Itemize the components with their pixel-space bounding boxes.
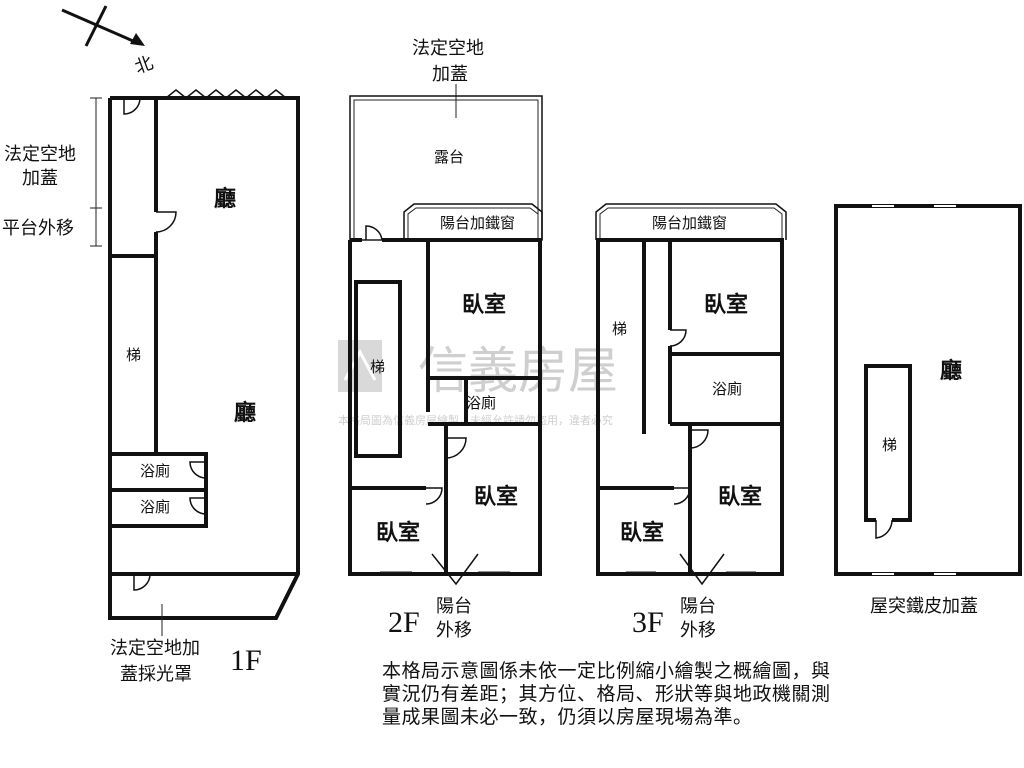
watermark-note: 本格局圖為信義房屋繪製，未經允許請勿盜用，違者必究 — [338, 413, 613, 427]
floor3-label: 3F — [632, 606, 664, 639]
floor1-side-note: 平台外移 — [2, 218, 74, 238]
floor2-bedroom-top: 臥室 — [462, 292, 506, 317]
floor1-bottom-note-line1: 法定空地加 — [110, 638, 200, 658]
watermark-brand: 信義房屋 — [418, 342, 618, 400]
floor1-bath-2: 浴廁 — [140, 498, 170, 516]
floor1-label: 1F — [230, 644, 262, 677]
roof-outline — [834, 204, 1022, 576]
roof-stair: 梯 — [882, 437, 897, 454]
floor1-bath-1: 浴廁 — [140, 462, 170, 480]
floor2-top-note-line2: 加蓋 — [432, 64, 468, 84]
floor1-top-note-line1: 法定空地 — [4, 144, 76, 164]
floor3-stair: 梯 — [612, 321, 627, 338]
floor3-balcony-window: 陽台加鐵窗 — [652, 214, 727, 232]
floor1-top-note-line2: 加蓋 — [22, 168, 58, 188]
watermark-logo — [338, 340, 382, 392]
floor3-balcony-note-line2: 外移 — [680, 620, 716, 640]
floor1-hall-main: 廳 — [234, 400, 256, 425]
floor2-top-note-line1: 法定空地 — [412, 38, 484, 58]
floor2-balcony-window: 陽台加鐵窗 — [440, 214, 515, 232]
floor2-balcony-note-line2: 外移 — [436, 620, 472, 640]
floor-2: 法定空地 加蓋 露台 陽台加鐵窗 梯 臥室 浴廁 臥室 臥室 — [348, 38, 543, 640]
north-arrow: 北 — [61, 5, 156, 77]
floor3-bedroom-left: 臥室 — [620, 520, 664, 545]
disclaimer-text: 本格局示意圖係未依一定比例縮小繪製之概繪圖，與實況仍有差距；其方位、格局、形狀等… — [382, 661, 831, 728]
roof-hall: 廳 — [940, 358, 962, 383]
floor1-bottom-note-line2: 蓋採光罩 — [120, 664, 192, 684]
floor3-bath: 浴廁 — [712, 380, 742, 398]
roof-caption: 屋突鐵皮加蓋 — [870, 596, 978, 616]
floor2-label: 2F — [388, 606, 420, 639]
floor2-bedroom-right: 臥室 — [474, 484, 518, 509]
floor2-balcony-note-line1: 陽台 — [436, 596, 472, 616]
north-label: 北 — [132, 52, 156, 77]
floor2-terrace-label: 露台 — [434, 149, 464, 166]
floor1-stair: 梯 — [126, 347, 141, 364]
floor-3: 陽台加鐵窗 梯 臥室 浴廁 臥室 臥室 3F 陽台 外移 — [595, 203, 787, 640]
watermark: 信義房屋 本格局圖為信義房屋繪製，未經允許請勿盜用，違者必究 — [338, 340, 618, 427]
floor3-balcony-note-line1: 陽台 — [680, 596, 716, 616]
floor1-hall-top: 廳 — [214, 186, 236, 211]
floor3-bedroom-top: 臥室 — [704, 292, 748, 317]
floor2-stair: 梯 — [370, 359, 385, 376]
floor2-bath: 浴廁 — [466, 394, 496, 412]
floor2-bedroom-left: 臥室 — [376, 520, 420, 545]
floor3-bedroom-right: 臥室 — [718, 484, 762, 509]
floor-1: 法定空地 加蓋 平台外移 廳 廳 梯 浴廁 浴廁 法定空地加 蓋採光罩 1F — [2, 89, 300, 684]
roof-floor: 廳 梯 屋突鐵皮加蓋 — [834, 204, 1022, 616]
